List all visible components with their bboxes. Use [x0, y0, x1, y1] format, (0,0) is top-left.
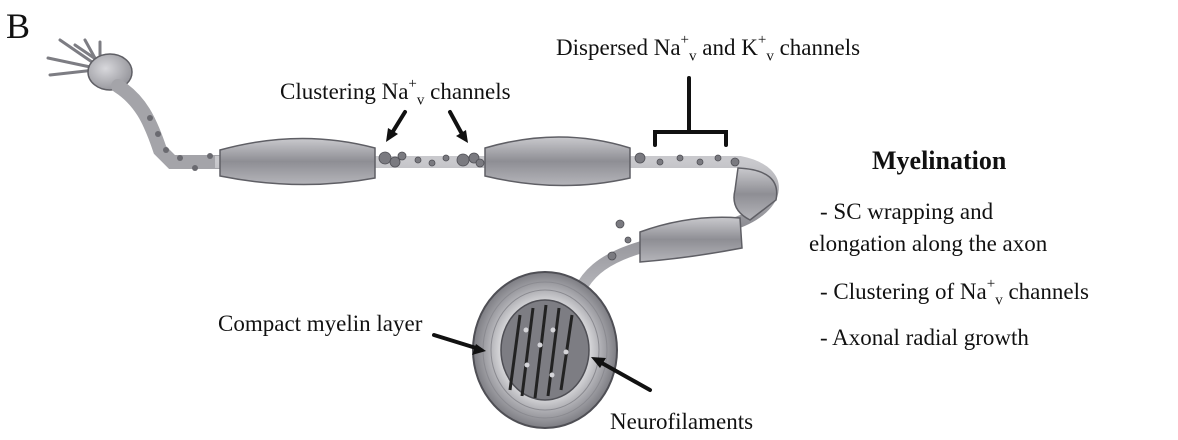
myelination-bullet-1a: - SC wrapping and: [820, 200, 993, 223]
myelination-bullet-1b: elongation along the axon: [809, 232, 1047, 255]
clustering-label-sup: +: [408, 76, 416, 92]
clustering-label-post: channels: [424, 79, 510, 104]
dispersed-label-mid: and K: [697, 35, 758, 60]
clustering-label-pre: Clustering Na: [280, 79, 408, 104]
bullet2-post: channels: [1003, 279, 1089, 304]
dispersed-bracket: [655, 78, 726, 145]
neurofilaments-label: Neurofilaments: [610, 410, 753, 433]
bullet2-sub: v: [995, 293, 1003, 309]
myelin-internodes: [220, 137, 777, 262]
panel-letter: B: [6, 8, 30, 44]
dispersed-label-sup2: +: [758, 32, 766, 48]
axon-initial-segment: [118, 86, 220, 162]
compact-myelin-label: Compact myelin layer: [218, 312, 422, 335]
myelination-title: Myelination: [872, 148, 1006, 174]
dispersed-label-post: channels: [774, 35, 860, 60]
bullet2-sup: +: [987, 276, 995, 292]
dispersed-label-sub1: v: [689, 49, 697, 65]
dispersed-channels-label: Dispersed Na+v and K+v channels: [556, 36, 860, 59]
dispersed-label-sub2: v: [766, 49, 774, 65]
bullet2-pre: - Clustering of Na: [820, 279, 987, 304]
clustering-channels-label: Clustering Na+v channels: [280, 80, 511, 103]
dispersed-label-pre: Dispersed Na: [556, 35, 681, 60]
myelination-bullet-3: - Axonal radial growth: [820, 326, 1029, 349]
myelination-bullet-2: - Clustering of Na+v channels: [820, 280, 1089, 303]
dispersed-label-sup1: +: [681, 32, 689, 48]
